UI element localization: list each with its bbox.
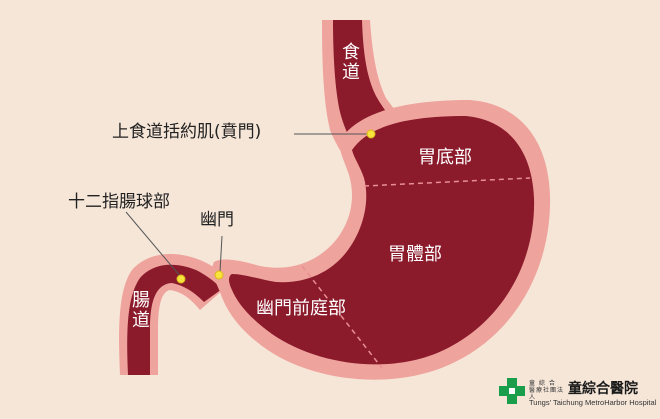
logo-hospital-name: 童綜合醫院 — [568, 381, 638, 397]
pylorus-marker — [214, 270, 224, 280]
logo-english-name: Tungs' Taichung MetroHarbor Hospital — [529, 398, 657, 407]
pylorus-label: 幽門 — [200, 210, 234, 230]
body-antrum-divider — [301, 265, 383, 369]
duodenal-bulb-leader-line — [125, 211, 181, 277]
antrum-label: 幽門前庭部 — [256, 298, 346, 319]
les-marker — [366, 129, 376, 139]
duodenum-lumen — [127, 264, 222, 375]
pylorus-leader-line — [219, 235, 223, 273]
hospital-cross-icon — [499, 378, 525, 404]
body-label: 胃體部 — [388, 244, 442, 265]
logo-org-text: 童 綜 合 醫療社團法人 — [529, 380, 565, 401]
fundus-label: 胃底部 — [418, 147, 472, 168]
hospital-logo: 童 綜 合 醫療社團法人 童綜合醫院 Tungs' Taichung Metro… — [498, 376, 656, 412]
les-label: 上食道括約肌(賁門) — [112, 122, 262, 142]
duodenal-bulb-label: 十二指腸球部 — [68, 192, 170, 212]
stomach-interior — [229, 116, 535, 365]
esophagus-label: 食道 — [339, 42, 360, 82]
duodenum-label: 腸道 — [129, 290, 150, 330]
duodenal-bulb-marker — [176, 274, 186, 284]
fundus-body-divider — [363, 177, 531, 187]
